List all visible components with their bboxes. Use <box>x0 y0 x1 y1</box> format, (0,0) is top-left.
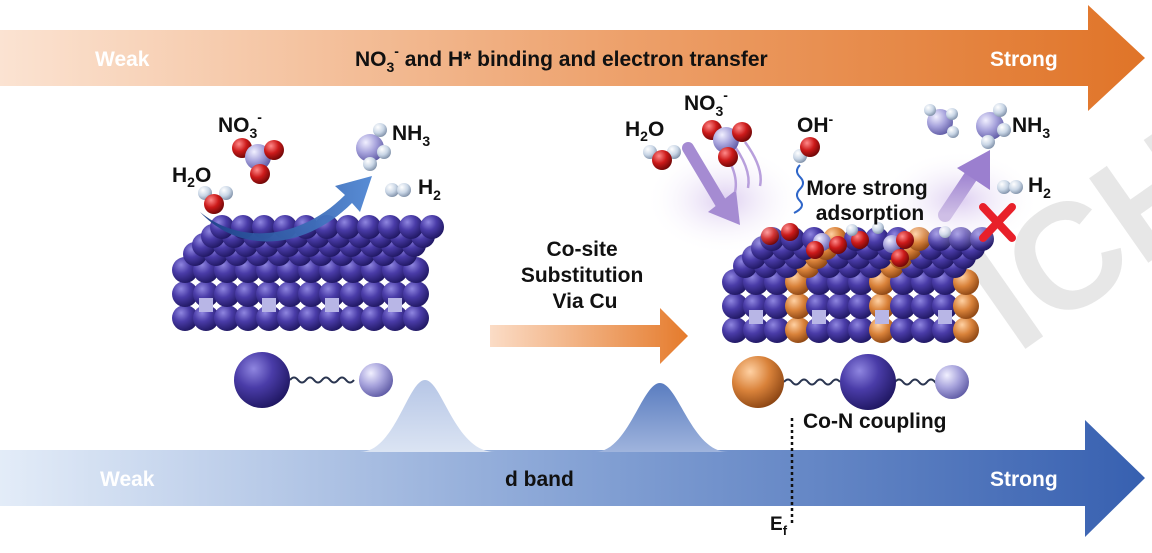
d-band-peak-right <box>595 383 728 452</box>
lattice-atom <box>846 224 858 236</box>
lattice-n-site <box>749 310 763 324</box>
lattice-atom <box>340 305 366 331</box>
lattice-atom <box>953 293 979 319</box>
left-h2o-molecule <box>198 186 233 214</box>
lattice-n-site <box>325 298 339 312</box>
co-catalyst-slab <box>172 215 444 331</box>
lattice-atom <box>214 305 240 331</box>
right-h2o-label: H2O <box>625 118 664 144</box>
lattice-atom <box>827 293 853 319</box>
right-h2o-molecule <box>643 145 681 170</box>
lattice-atom <box>420 215 444 239</box>
d-band-label: d band <box>505 468 574 491</box>
left-nh3-label: NH3 <box>392 122 430 149</box>
title-sup: - <box>394 43 399 59</box>
lattice-atom <box>336 215 360 239</box>
lattice-atom <box>851 231 869 249</box>
d-band-peak-left <box>360 380 495 452</box>
left-conversion-arrow <box>200 176 372 242</box>
right-oh-label: OH- <box>797 111 834 137</box>
lattice-atom <box>361 305 387 331</box>
lattice-atom <box>399 215 423 239</box>
lattice-atom <box>235 305 261 331</box>
lattice-atom <box>953 317 979 343</box>
top-arrow-title: NO3- and H* binding and electron transfe… <box>355 43 768 75</box>
title-sub: 3 <box>387 59 395 75</box>
substitution-arrow <box>490 308 688 364</box>
lattice-atom <box>361 281 387 307</box>
top-arrow: Weak NO3- and H* binding and electron tr… <box>0 5 1145 111</box>
top-arrow-weak-label: Weak <box>95 48 150 71</box>
left-no3-label: NO3- <box>218 109 262 141</box>
outgoing-desorption-arrow <box>938 150 990 222</box>
left-h2-label: H2 <box>418 176 441 203</box>
lattice-atom <box>214 281 240 307</box>
lattice-atom <box>235 281 261 307</box>
lattice-atom <box>848 293 874 319</box>
lattice-n-site <box>938 310 952 324</box>
lattice-atom <box>277 281 303 307</box>
left-h2-molecule <box>385 183 411 197</box>
right-cu-co-n-bond-schematic <box>732 354 969 410</box>
lattice-atom <box>911 317 937 343</box>
left-nh3-molecule <box>356 123 391 171</box>
lattice-atom <box>357 215 381 239</box>
lattice-atom <box>785 293 811 319</box>
lattice-atom <box>298 305 324 331</box>
lattice-atom <box>172 281 198 307</box>
lattice-n-site <box>875 310 889 324</box>
bottom-arrow-weak-label: Weak <box>100 468 155 491</box>
bottom-arrow-strong-label: Strong <box>990 468 1058 491</box>
lattice-atom <box>403 281 429 307</box>
right-no3-label: NO3- <box>684 87 728 119</box>
lattice-atom <box>172 305 198 331</box>
co-n-coupling-label: Co-N coupling <box>803 410 946 433</box>
lattice-atom <box>865 227 889 251</box>
right-nh3-label: NH3 <box>1012 114 1050 141</box>
left-co-n-bond-schematic <box>234 352 393 408</box>
lattice-atom <box>722 293 748 319</box>
title-no: NO <box>355 48 387 71</box>
right-no3-molecule <box>702 120 752 167</box>
lattice-n-site <box>812 310 826 324</box>
lattice-atom <box>891 249 909 267</box>
fermi-level-label: Ef <box>770 514 788 538</box>
right-nh3-molecule-1 <box>924 104 959 138</box>
lattice-atom <box>764 317 790 343</box>
lattice-atom <box>378 215 402 239</box>
right-nh3-molecule-2 <box>976 103 1011 149</box>
lattice-atom <box>890 317 916 343</box>
lattice-atom <box>403 305 429 331</box>
incoming-adsorption-arrow <box>682 139 762 225</box>
right-h2-label: H2 <box>1028 174 1051 201</box>
top-arrow-strong-label: Strong <box>990 48 1058 71</box>
lattice-atom <box>806 241 824 259</box>
blocked-h2-cross-icon <box>979 203 1016 242</box>
lattice-atom <box>785 317 811 343</box>
lattice-atom <box>872 222 884 234</box>
lattice-atom <box>277 305 303 331</box>
lattice-atom <box>911 293 937 319</box>
lattice-atom <box>764 293 790 319</box>
lattice-atom <box>722 317 748 343</box>
lattice-atom <box>340 281 366 307</box>
lattice-atom <box>890 293 916 319</box>
lattice-n-site <box>388 298 402 312</box>
right-oh-molecule <box>793 137 820 214</box>
right-h2-molecule <box>997 180 1023 194</box>
lattice-n-site <box>199 298 213 312</box>
lattice-atom <box>829 236 847 254</box>
lattice-n-site <box>262 298 276 312</box>
left-h2o-label: H2O <box>172 164 211 190</box>
substitution-text: Co-site Substitution Via Cu <box>521 238 649 313</box>
lattice-atom <box>298 281 324 307</box>
title-rest: and H* binding and electron transfer <box>399 48 768 71</box>
lattice-atom <box>827 317 853 343</box>
left-no3-molecule <box>232 138 284 184</box>
lattice-atom <box>848 317 874 343</box>
adsorption-label: More strong adsorption <box>806 177 933 225</box>
bottom-arrow: Weak d band Strong <box>0 420 1145 537</box>
